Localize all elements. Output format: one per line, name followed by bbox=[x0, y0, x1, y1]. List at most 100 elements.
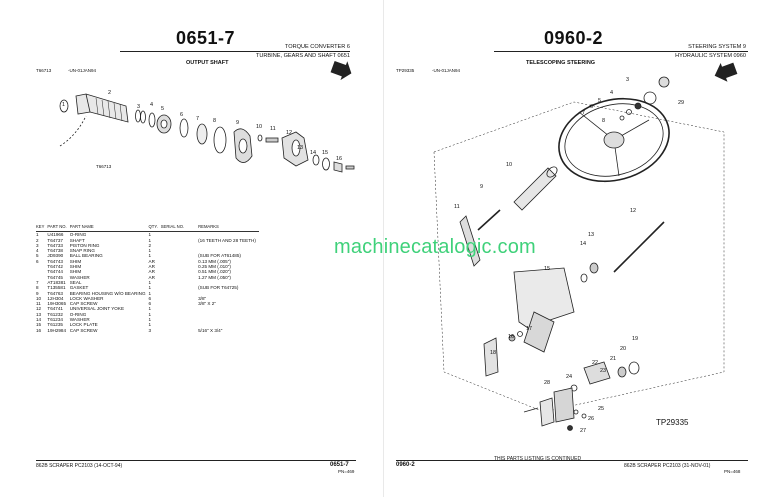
left-section-line1: TORQUE CONVERTER 6 bbox=[284, 44, 350, 50]
col-key: KEY bbox=[36, 224, 48, 233]
right-footer-right: 862B SCRAPER PC2103 (31-NOV-01) bbox=[624, 463, 711, 469]
cell-key: 11 bbox=[36, 301, 41, 307]
r-callout-20: 20 bbox=[620, 346, 627, 352]
right-figure-tag: TP29335 bbox=[656, 418, 689, 427]
r-callout-25: 25 bbox=[598, 406, 605, 412]
r-callout-16: 16 bbox=[508, 334, 515, 340]
cell-part-name: SHIM bbox=[69, 258, 82, 264]
right-illustration-title: TELESCOPING STEERING bbox=[526, 60, 596, 66]
cell-key: 16 bbox=[36, 327, 42, 333]
cell-part-name: SHIM bbox=[69, 269, 82, 275]
col-remarks: REMARKS bbox=[198, 224, 259, 233]
cell-qty: 1 bbox=[148, 311, 152, 317]
col-part-no: PART NO. bbox=[47, 224, 70, 233]
cell-remarks: (16 TEETH AND 28 TEETH) bbox=[198, 237, 256, 243]
parts-table-header: KEY PART NO. PART NAME QTY. SERIAL NO. R… bbox=[36, 224, 259, 233]
cell-part-no: T64741 bbox=[47, 306, 63, 312]
left-figure-tag: T66713 bbox=[96, 164, 112, 169]
r-callout-26: 26 bbox=[588, 416, 595, 422]
cell-qty: 1 bbox=[148, 322, 152, 328]
cell-part-name: SEAL bbox=[69, 279, 82, 285]
cell-part-name: BEARING HOUSING W/O BEARING bbox=[69, 290, 146, 296]
right-figure-date: -UN-01JAN94 bbox=[432, 68, 461, 73]
r-callout-14: 14 bbox=[580, 241, 587, 247]
cell-remarks: (SUB FOR AT61485) bbox=[198, 253, 241, 259]
col-part-name: PART NAME bbox=[69, 224, 149, 233]
watermark: machinecatalogic.com bbox=[334, 236, 536, 258]
cell-part-name: SHAFT bbox=[69, 237, 85, 243]
left-section-line2: TURBINE, GEARS AND SHAFT 0651 bbox=[255, 53, 350, 59]
cell-part-no: T61235 bbox=[47, 322, 63, 328]
callout-1: 1 bbox=[62, 102, 66, 108]
r-callout-15: 15 bbox=[544, 266, 551, 272]
callout-5: 5 bbox=[161, 106, 165, 112]
cell-part-name: WASHER bbox=[69, 317, 90, 323]
right-page: 0960-2 STEERING SYSTEM 9 HYDRAULIC SYSTE… bbox=[384, 0, 768, 497]
cell-qty: 6 bbox=[148, 295, 152, 301]
cell-part-name: GASKET bbox=[69, 285, 89, 291]
page-arrow-icon bbox=[330, 60, 352, 80]
cell-qty: 1 bbox=[148, 317, 152, 323]
r-callout-4: 4 bbox=[610, 90, 614, 96]
col-serial-no: SERIAL NO. bbox=[160, 224, 199, 233]
r-callout-22: 22 bbox=[592, 360, 599, 366]
callout-8: 8 bbox=[213, 118, 217, 124]
r-callout-7: 7 bbox=[582, 110, 586, 116]
cell-part-no: T64763 bbox=[47, 290, 63, 296]
cell-qty: 1 bbox=[148, 232, 152, 238]
r-callout-18: 18 bbox=[490, 350, 497, 356]
callout-6: 6 bbox=[180, 112, 184, 118]
cell-part-no: T64743 bbox=[47, 258, 63, 264]
cell-remarks: 3/8" X 2" bbox=[198, 301, 216, 307]
r-callout-23: 23 bbox=[600, 368, 607, 374]
cell-serial-no bbox=[161, 328, 198, 333]
cell-remarks: 0.13 MM (.005") bbox=[198, 258, 231, 264]
left-page: 0651-7 TORQUE CONVERTER 6 TURBINE, GEARS… bbox=[36, 28, 356, 474]
cell-part-no: T61232 bbox=[47, 311, 63, 317]
cell-remarks: 0.25 MM (.010") bbox=[198, 264, 231, 270]
cell-part-name: UNIVERSAL JOINT YOKE bbox=[69, 306, 125, 312]
cell-key: 2 bbox=[36, 237, 39, 243]
callout-14: 14 bbox=[310, 150, 317, 156]
col-qty: QTY. bbox=[148, 224, 161, 233]
r-callout-3: 3 bbox=[626, 77, 630, 83]
cell-remarks: 3/8" bbox=[198, 295, 207, 301]
right-page-number: 0960-2 bbox=[544, 28, 604, 48]
cell-qty: 1 bbox=[148, 279, 152, 285]
output-shaft-diagram bbox=[59, 93, 355, 173]
cell-key: 13 bbox=[36, 311, 42, 317]
cell-qty: 3 bbox=[148, 327, 152, 333]
right-section-line1: STEERING SYSTEM 9 bbox=[688, 44, 746, 50]
cell-part-no: T64733 bbox=[47, 242, 63, 248]
r-callout-11: 11 bbox=[454, 204, 460, 210]
r-callout-6: 6 bbox=[590, 104, 594, 110]
r-callout-21: 21 bbox=[610, 356, 617, 362]
cell-key: 15 bbox=[36, 322, 42, 328]
cell-part-name: BALL BEARING bbox=[69, 253, 103, 259]
right-figure-id: TP29335 bbox=[396, 68, 415, 73]
r-callout-24: 24 bbox=[566, 374, 573, 380]
cell-part-no: T135581 bbox=[47, 285, 66, 291]
r-callout-5: 5 bbox=[598, 98, 602, 104]
page-arrow-left-icon bbox=[714, 62, 738, 82]
cell-part-name: PISTON RING bbox=[69, 242, 100, 248]
left-footer-page: 0651-7 bbox=[330, 462, 349, 468]
cell-qty: AR bbox=[148, 264, 155, 270]
cell-part-no: AT18381 bbox=[47, 279, 66, 285]
callout-13: 13 bbox=[297, 145, 304, 151]
cell-key: 9 bbox=[36, 290, 39, 296]
cell-part-name: WASHER bbox=[69, 274, 90, 280]
left-figure-id: T66713 bbox=[36, 68, 52, 73]
cell-qty: 1 bbox=[148, 248, 152, 254]
